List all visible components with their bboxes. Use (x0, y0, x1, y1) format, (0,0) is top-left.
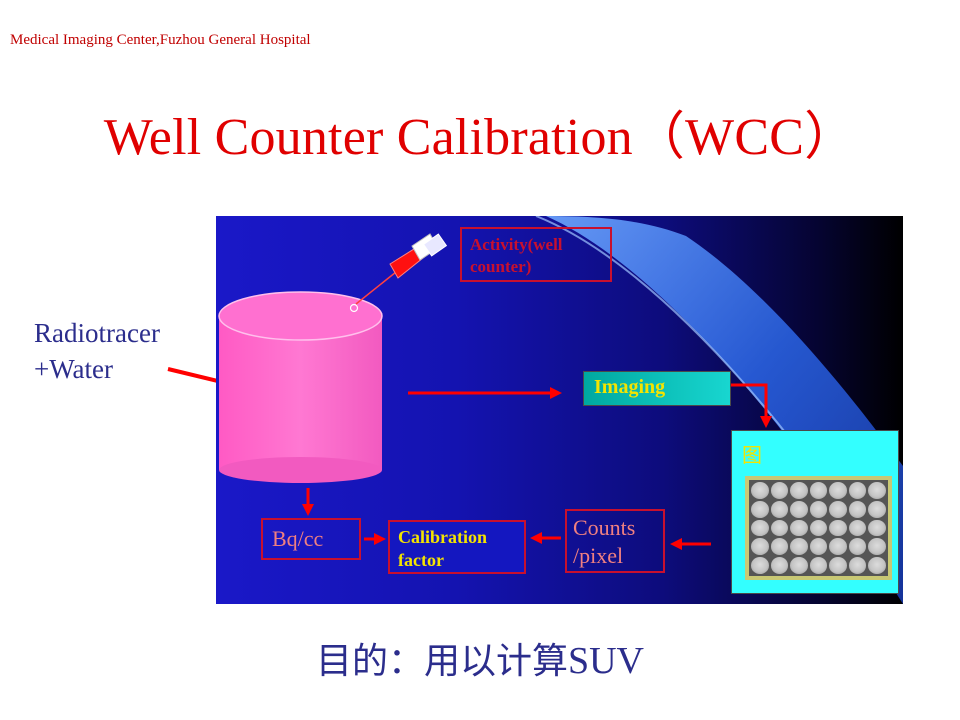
bq-per-cc-box: Bq/cc (261, 518, 361, 560)
phantom-well (829, 538, 847, 556)
image-panel: 图 (731, 430, 899, 594)
phantom-well (751, 519, 769, 537)
calibration-line2: factor (398, 550, 444, 570)
syringe-icon (355, 233, 448, 305)
phantom-well (848, 557, 867, 574)
phantom-well (790, 519, 808, 537)
calibration-factor-box: Calibration factor (388, 520, 526, 574)
purpose-text-cn: 目的：用以计算 (315, 641, 568, 682)
phantom-well (751, 557, 769, 574)
phantom-well (770, 557, 789, 574)
phantom-well (790, 557, 808, 574)
phantom-well (790, 538, 808, 556)
phantom-well (751, 482, 769, 499)
phantom-well (829, 519, 847, 537)
phantom-well (829, 500, 847, 518)
phantom-image (745, 476, 892, 580)
phantom-well (848, 500, 867, 518)
imaging-to-image-arrow (731, 383, 772, 428)
phantom-well (809, 519, 828, 537)
phantom-well (848, 519, 867, 537)
imaging-box: Imaging (583, 371, 731, 406)
phantom-well (790, 482, 808, 499)
phantom-well (868, 519, 886, 537)
phantom-well (868, 482, 886, 499)
phantom-well (848, 482, 867, 499)
radiotracer-label-line1: Radiotracer (34, 318, 160, 348)
phantom-well (770, 519, 789, 537)
header-hospital-name: Medical Imaging Center,Fuzhou General Ho… (10, 32, 311, 48)
phantom-well (829, 482, 847, 499)
decorative-swoosh (546, 216, 903, 604)
counts-per-pixel-box: Counts /pixel (565, 509, 665, 573)
radiotracer-label-line2: +Water (34, 354, 114, 384)
purpose-text-suv: SUV (567, 640, 645, 682)
radiotracer-label: Radiotracer +Water (34, 315, 160, 387)
counts-line1: Counts (573, 515, 636, 540)
activity-line1: Activity(well (470, 235, 563, 254)
phantom-well (770, 482, 789, 499)
phantom-well (809, 538, 828, 556)
phantom-well (790, 500, 808, 518)
activity-line2: counter) (470, 257, 532, 276)
phantom-well (868, 538, 886, 556)
phantom-well (770, 500, 789, 518)
phantom-well (751, 500, 769, 518)
wcc-diagram: Activity(well counter) Imaging 图 Counts … (216, 216, 903, 604)
phantom-well (751, 538, 769, 556)
phantom-well (809, 500, 828, 518)
phantom-well (809, 557, 828, 574)
sample-cylinder (218, 291, 383, 483)
phantom-well (809, 482, 828, 499)
slide-title: Well Counter Calibration（WCC） (103, 109, 857, 166)
calibration-line1: Calibration (398, 527, 488, 547)
phantom-well (770, 538, 789, 556)
phantom-well (868, 557, 886, 574)
image-label: 图 (742, 443, 762, 467)
activity-well-counter-box: Activity(well counter) (460, 227, 612, 282)
counts-line2: /pixel (573, 543, 624, 568)
phantom-well (829, 557, 847, 574)
phantom-well (848, 538, 867, 556)
diagram-background (218, 216, 903, 604)
purpose-footer: 目的：用以计算SUV (0, 632, 960, 684)
phantom-well (868, 500, 886, 518)
